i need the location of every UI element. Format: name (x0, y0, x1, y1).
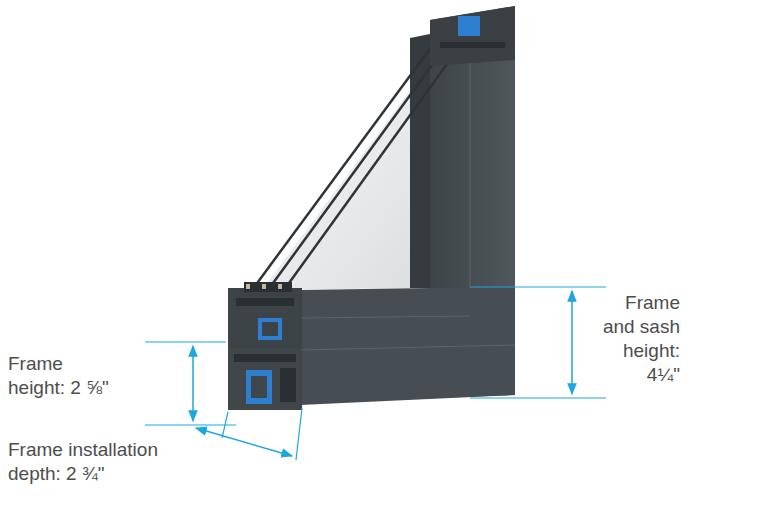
dimension-label: Frame height: 2 ⅝" (8, 352, 120, 400)
glass-pane (268, 46, 446, 290)
dimension-label: Frame and sash height: 4¼" (594, 291, 680, 387)
profile-chamber (440, 42, 505, 48)
steel-reinforcement (246, 370, 272, 404)
extension-line (470, 397, 606, 398)
sash-bottom-face (300, 287, 515, 405)
sash-profile-section (228, 288, 302, 348)
extension-line (145, 341, 226, 342)
extension-line (470, 286, 606, 287)
profile-chamber (236, 298, 294, 306)
profile-chamber (251, 376, 267, 398)
dimension-line (196, 428, 292, 456)
steel-reinforcement (458, 16, 480, 36)
dimension-line (192, 346, 194, 421)
glass-pane (284, 46, 460, 290)
extension-line (145, 424, 236, 425)
frame-profile-section (228, 348, 302, 410)
glazing-bead (244, 282, 292, 292)
profile-chamber (234, 354, 296, 362)
sash-edge (300, 316, 470, 318)
extension-line (296, 408, 302, 460)
dimension-line (571, 291, 573, 394)
profile-chamber (262, 322, 278, 336)
steel-reinforcement (258, 318, 282, 340)
spacer (246, 284, 250, 289)
frame-edge (300, 345, 515, 350)
top-profile-section (430, 6, 515, 66)
spacer (278, 284, 282, 289)
extension-line (222, 412, 228, 438)
spacer (262, 284, 266, 289)
profile-chamber (280, 368, 296, 402)
glass-pane (252, 46, 432, 290)
dimension-label: Frame installation depth: 2 ¾" (8, 438, 186, 486)
